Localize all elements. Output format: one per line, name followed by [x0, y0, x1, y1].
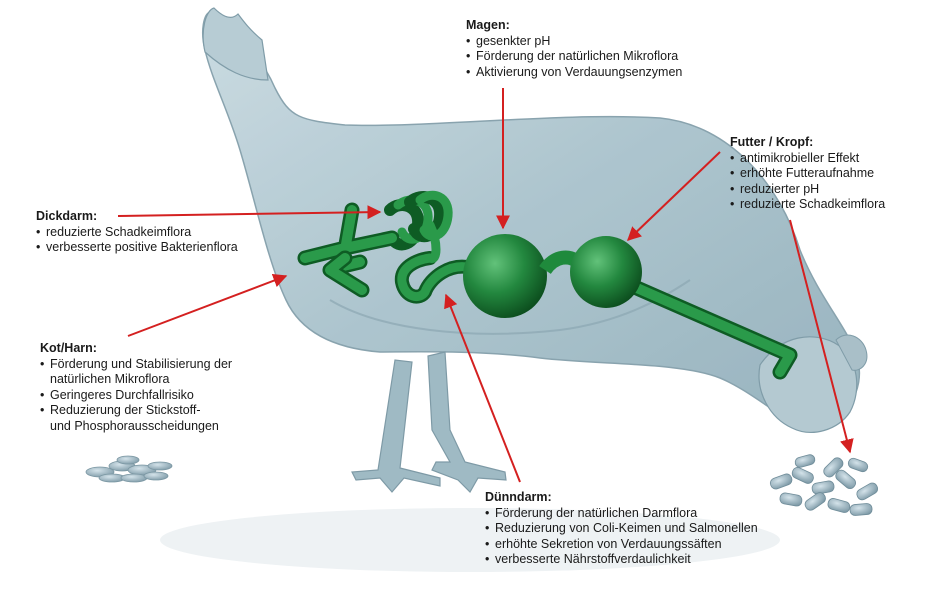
digestive-tract — [297, 190, 798, 380]
list-item: Reduzierung von Coli-Keimen und Salmonel… — [485, 521, 758, 537]
list-item: Aktivierung von Verdauungsenzymen — [466, 65, 682, 81]
label-duenndarm: Dünndarm: Förderung der natürlichen Darm… — [485, 490, 758, 568]
arrow-futter-pellets — [789, 219, 854, 454]
label-kot-list: Förderung und Stabilisierung der natürli… — [40, 357, 232, 435]
label-duenndarm-list: Förderung der natürlichen Darmflora Redu… — [485, 506, 758, 568]
label-kot-title: Kot/Harn: — [40, 341, 97, 355]
arrow-dickdarm — [117, 205, 382, 220]
stomach-organ — [463, 234, 547, 318]
label-futter-kropf: Futter / Kropf: antimikrobieller Effekt … — [730, 135, 885, 213]
label-dickdarm-list: reduzierte Schadkeimflora verbesserte po… — [36, 225, 238, 256]
list-item: Förderung der natürlichen Darmflora — [485, 506, 758, 522]
list-item: verbesserte positive Bakterienflora — [36, 240, 238, 256]
list-item: Reduzierung der Stickstoff- — [40, 403, 232, 419]
arrow-duenndarm — [444, 293, 521, 483]
list-item: antimikrobieller Effekt — [730, 151, 885, 167]
label-futter-title: Futter / Kropf: — [730, 135, 814, 149]
label-duenndarm-title: Dünndarm: — [485, 490, 552, 504]
label-magen-title: Magen: — [466, 18, 510, 32]
chicken-comb — [202, 7, 269, 81]
list-item: erhöhte Futteraufnahme — [730, 166, 885, 182]
label-kot-harn: Kot/Harn: Förderung und Stabilisierung d… — [40, 341, 232, 435]
label-dickdarm: Dickdarm: reduzierte Schadkeimflora verb… — [36, 209, 238, 256]
feed-pellets-right — [769, 454, 879, 516]
label-magen-list: gesenkter pH Förderung der natürlichen M… — [466, 34, 682, 81]
crop-organ — [570, 236, 642, 308]
list-item: Geringeres Durchfallrisiko — [40, 388, 232, 404]
chicken-legs — [351, 351, 507, 493]
list-item-continuation: natürlichen Mikroflora — [50, 372, 170, 387]
list-item: Förderung und Stabilisierung der — [40, 357, 232, 373]
list-item: Förderung der natürlichen Mikroflora — [466, 49, 682, 65]
label-dickdarm-title: Dickdarm: — [36, 209, 98, 223]
list-item: erhöhte Sekretion von Verdauungssäften — [485, 537, 758, 553]
feed-pellets-left — [85, 455, 173, 483]
list-item: verbesserte Nährstoffverdaulichkeit — [485, 552, 758, 568]
colon-coils — [384, 190, 453, 263]
label-futter-list: antimikrobieller Effekt erhöhte Futterau… — [730, 151, 885, 213]
list-item: reduzierte Schadkeimflora — [730, 197, 885, 213]
list-item: gesenkter pH — [466, 34, 682, 50]
list-item: reduzierte Schadkeimflora — [36, 225, 238, 241]
list-item: reduzierter pH — [730, 182, 885, 198]
arrow-futter — [626, 151, 721, 241]
list-item-continuation: und Phosphorausscheidungen — [50, 418, 219, 433]
pointer-arrows — [117, 88, 854, 483]
arrow-kot — [127, 273, 288, 337]
chicken-wattle — [835, 334, 868, 371]
label-magen: Magen: gesenkter pH Förderung der natürl… — [466, 18, 682, 80]
